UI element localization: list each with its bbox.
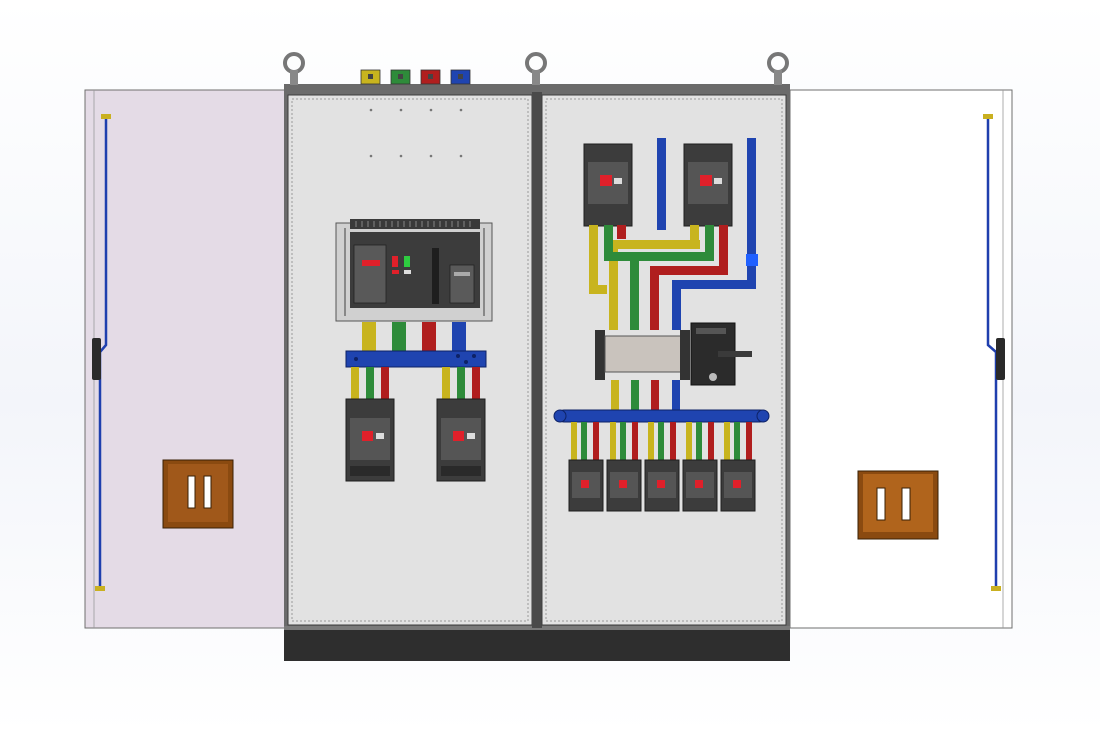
isolator-handle[interactable] (718, 351, 752, 357)
lifting-eye-right (767, 52, 789, 85)
outgoing-drop-bars (571, 422, 752, 460)
outgoing-mccb-3 (644, 459, 680, 512)
right-door-handle[interactable] (857, 470, 939, 540)
neutral-bar-left (345, 350, 487, 368)
acb-red-indicator (362, 260, 380, 266)
acb-busbars (362, 322, 466, 352)
right-lower-risers (611, 380, 680, 410)
left-door-locking-rod (98, 118, 108, 588)
lifting-eye-center (525, 52, 547, 85)
isolator-assembly (595, 322, 752, 386)
right-door (789, 89, 1013, 629)
air-circuit-breaker (335, 219, 493, 322)
busbar-network (589, 138, 758, 330)
left-drop-bars (351, 367, 480, 399)
left-door-handle[interactable] (162, 459, 234, 529)
lifting-eye-left (283, 52, 305, 85)
left-mccb-2 (436, 398, 486, 482)
left-door-latch (92, 338, 101, 380)
right-door-locking-rod (986, 118, 998, 588)
incoming-mccb-1 (583, 143, 633, 227)
right-compartment (541, 94, 787, 626)
outgoing-mccb-1 (568, 459, 604, 512)
outgoing-mccb-2 (606, 459, 642, 512)
outgoing-mccb-4 (682, 459, 718, 512)
left-door (84, 89, 286, 629)
left-compartment (287, 94, 533, 626)
left-mccb-1 (345, 398, 395, 482)
plinth (284, 628, 790, 661)
right-door-latch (996, 338, 1005, 380)
outgoing-mccb-5 (720, 459, 756, 512)
top-terminals (360, 69, 471, 85)
incoming-mccb-2 (683, 143, 733, 227)
neutral-bar-right (553, 409, 770, 423)
